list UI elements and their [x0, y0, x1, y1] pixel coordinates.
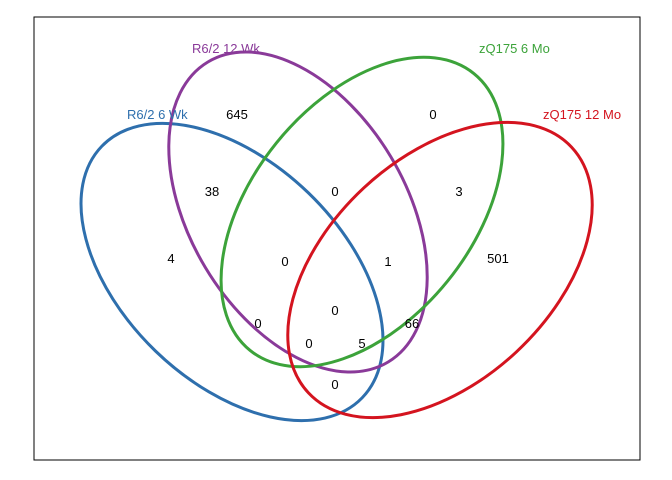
count-all-four: 0	[331, 303, 338, 318]
set-ellipse-r62-6wk	[79, 121, 385, 423]
set-label-r62-6wk: R6/2 6 Wk	[127, 107, 188, 122]
set-label-r62-12wk: R6/2 12 Wk	[192, 41, 260, 56]
count-r62-6wk-r62-12wk-zq175-12mo: 5	[358, 336, 365, 351]
count-r62-12wk-zq175-12mo: 66	[405, 316, 419, 331]
count-r62-6wk-only: 4	[167, 251, 174, 266]
count-r62-6wk-zq175-12mo: 0	[331, 377, 338, 392]
count-r62-12wk-only: 645	[226, 107, 248, 122]
count-r62-12wk-zq175-6mo-zq175-12mo: 1	[384, 254, 391, 269]
count-zq175-12mo-only: 501	[487, 251, 509, 266]
count-r62-6wk-r62-12wk: 38	[205, 184, 219, 199]
set-label-zq175-6mo: zQ175 6 Mo	[479, 41, 550, 56]
count-r62-6wk-zq175-6mo-zq175-12mo: 0	[305, 336, 312, 351]
set-ellipse-r62-12wk	[167, 50, 429, 374]
set-label-zq175-12mo: zQ175 12 Mo	[543, 107, 621, 122]
count-zq175-6mo-only: 0	[429, 107, 436, 122]
plot-frame	[33, 16, 641, 461]
set-ellipse-zq175-12mo	[286, 120, 594, 420]
count-zq175-6mo-zq175-12mo: 3	[455, 184, 462, 199]
count-r62-6wk-r62-12wk-zq175-6mo: 0	[281, 254, 288, 269]
set-ellipse-zq175-6mo	[219, 55, 505, 369]
count-r62-12wk-zq175-6mo: 0	[331, 184, 338, 199]
count-r62-6wk-zq175-6mo: 0	[254, 316, 261, 331]
